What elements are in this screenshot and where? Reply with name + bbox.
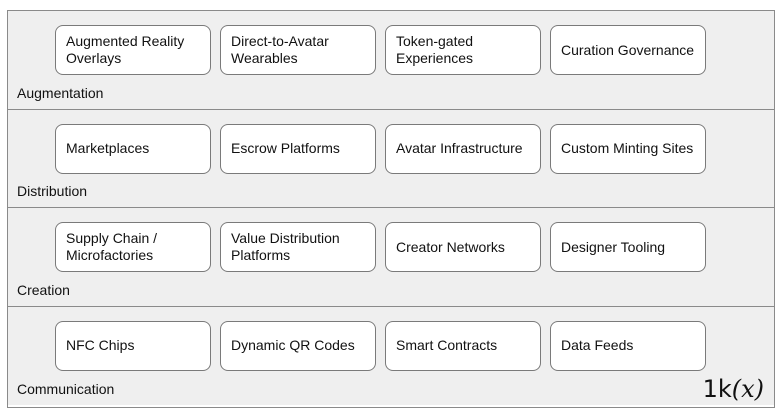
item-box: Designer Tooling — [550, 222, 706, 272]
item-box: Dynamic QR Codes — [220, 320, 376, 371]
layer-label: Augmentation — [17, 84, 104, 101]
item-box: Supply Chain / Microfactories — [55, 222, 211, 272]
layer-label: Communication — [17, 381, 115, 397]
item-box: Marketplaces — [55, 123, 211, 174]
logo-prefix: 1k — [702, 375, 732, 403]
layer-label: Creation — [17, 281, 70, 298]
layer-augmentation: Augmented Reality Overlays Direct-to-Ava… — [8, 11, 774, 110]
item-box: NFC Chips — [55, 320, 211, 371]
item-box: Value Distribution Platforms — [220, 222, 376, 272]
item-box: Token-gated Experiences — [385, 25, 541, 75]
layer-stack: Augmented Reality Overlays Direct-to-Ava… — [7, 10, 775, 408]
layer-label: Distribution — [17, 183, 88, 199]
layer-distribution: Marketplaces Escrow Platforms Avatar Inf… — [8, 109, 774, 208]
item-box: Creator Networks — [385, 222, 541, 272]
logo-suffix: (x) — [731, 375, 764, 403]
item-box: Augmented Reality Overlays — [55, 25, 211, 75]
item-box: Curation Governance — [550, 25, 706, 75]
item-box: Direct-to-Avatar Wearables — [220, 25, 376, 75]
item-box: Data Feeds — [550, 320, 706, 371]
item-box: Avatar Infrastructure — [385, 123, 541, 174]
item-box: Custom Minting Sites — [550, 123, 706, 174]
layer-items: Supply Chain / Microfactories Value Dist… — [55, 222, 706, 272]
layer-items: NFC Chips Dynamic QR Codes Smart Contrac… — [55, 320, 706, 371]
layer-creation: Supply Chain / Microfactories Value Dist… — [8, 208, 774, 307]
layer-items: Marketplaces Escrow Platforms Avatar Inf… — [55, 123, 706, 174]
brand-logo: 1k(x) — [703, 375, 764, 403]
item-box: Escrow Platforms — [220, 123, 376, 174]
layer-items: Augmented Reality Overlays Direct-to-Ava… — [55, 25, 706, 75]
item-box: Smart Contracts — [385, 320, 541, 371]
layer-communication: NFC Chips Dynamic QR Codes Smart Contrac… — [8, 306, 774, 405]
